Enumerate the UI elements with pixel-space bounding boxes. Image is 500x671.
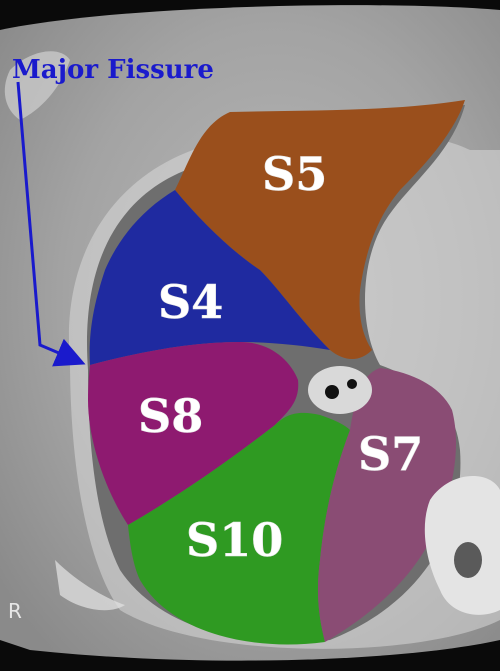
segment-s5-label: S5 [262,147,327,201]
segment-s8-label: S8 [138,389,203,443]
hilum [308,366,372,414]
orientation-marker: R [8,599,22,623]
bronchus-1 [325,385,339,399]
bronchus-2 [347,379,357,389]
segment-s10-label: S10 [186,513,283,567]
major-fissure-label: Major Fissure [12,55,214,85]
segment-s7-label: S7 [358,427,423,481]
spinal-canal [454,542,482,578]
segment-s4-label: S4 [158,275,223,329]
